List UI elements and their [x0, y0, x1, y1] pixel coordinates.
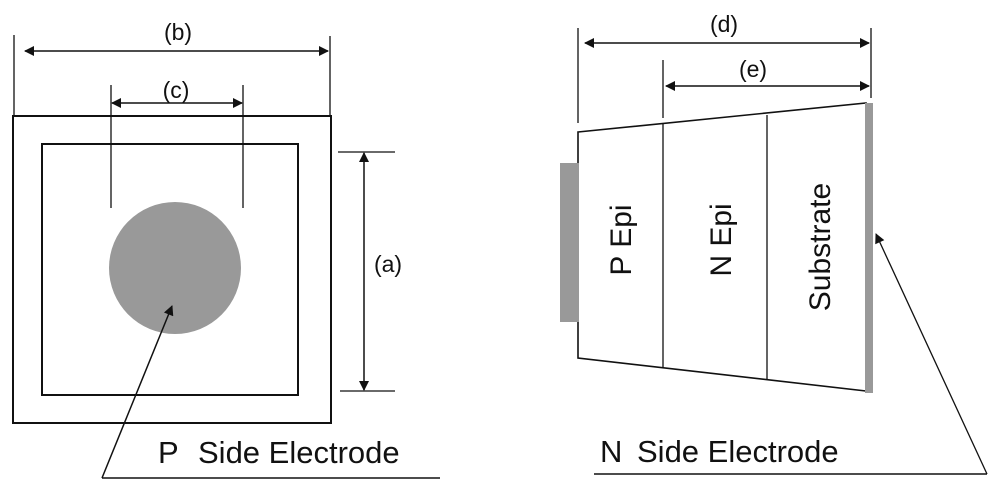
side-view: P Epi N Epi Substrate (d) (e) N Side Ele… — [560, 11, 988, 475]
p-side-electrode-pad — [109, 202, 241, 334]
p-electrode-label-text: Side Electrode — [198, 435, 400, 470]
layer-label-n-epi: N Epi — [705, 203, 738, 276]
chip-inner-outline — [41, 143, 299, 396]
n-electrode-leader — [875, 233, 988, 475]
chip-outer-outline — [12, 115, 332, 424]
top-view: (b) (c) (a) P Side Electrode — [12, 19, 440, 479]
dim-b-label: (b) — [164, 19, 192, 45]
p-electrode-leader — [101, 305, 174, 479]
n-electrode-label-text: Side Electrode — [637, 434, 839, 469]
layer-label-p-epi: P Epi — [605, 204, 638, 275]
p-side-electrode-bar — [560, 163, 579, 322]
layer-label-substrate: Substrate — [804, 183, 837, 311]
n-side-electrode-bar — [865, 103, 873, 393]
p-electrode-label: P Side Electrode — [158, 435, 400, 470]
p-electrode-label-letter: P — [158, 435, 178, 470]
n-electrode-label: N Side Electrode — [600, 434, 839, 469]
dim-c-label: (c) — [163, 77, 190, 103]
dim-e-label: (e) — [739, 56, 767, 82]
dim-d-label: (d) — [710, 11, 738, 37]
n-electrode-label-letter: N — [600, 434, 622, 469]
dim-a-label: (a) — [374, 251, 402, 277]
